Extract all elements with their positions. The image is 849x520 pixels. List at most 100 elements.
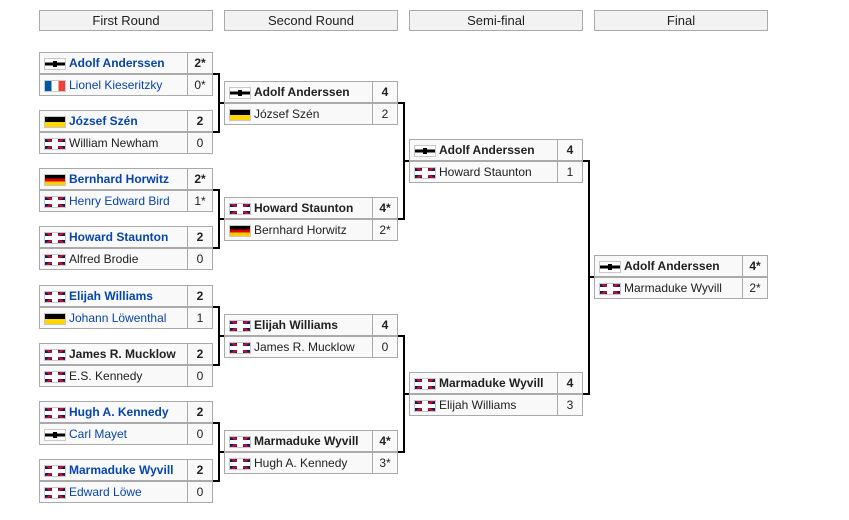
bracket-entry: Elijah Williams 2 bbox=[39, 285, 213, 307]
score-cell: 1* bbox=[187, 190, 213, 212]
score-cell: 1 bbox=[557, 161, 583, 183]
player-name: Howard Staunton bbox=[254, 201, 354, 215]
bracket-entry: Henry Edward Bird 1* bbox=[39, 190, 213, 212]
uk-flag-icon bbox=[44, 465, 66, 477]
player-name: Adolf Anderssen bbox=[439, 143, 535, 157]
player-link[interactable]: Elijah Williams bbox=[69, 289, 153, 303]
player-name-cell: Hugh A. Kennedy bbox=[39, 401, 188, 423]
uk-flag-icon bbox=[44, 254, 66, 266]
uk-flag-icon bbox=[414, 378, 436, 390]
player-name-cell: James R. Mucklow bbox=[224, 336, 373, 358]
score-cell: 2* bbox=[187, 52, 213, 74]
player-name-cell: Marmaduke Wyvill bbox=[39, 459, 188, 481]
uk-flag-icon bbox=[414, 400, 436, 412]
player-name: James R. Mucklow bbox=[254, 340, 355, 354]
player-name: Alfred Brodie bbox=[69, 252, 139, 266]
round-header-semifinal: Semi-final bbox=[409, 10, 583, 31]
player-name-cell: Marmaduke Wyvill bbox=[224, 430, 373, 452]
player-name-cell: Hugh A. Kennedy bbox=[224, 452, 373, 474]
uk-flag-icon bbox=[229, 436, 251, 448]
player-name-cell: Elijah Williams bbox=[224, 314, 373, 336]
player-link[interactable]: József Szén bbox=[69, 114, 138, 128]
player-name-cell: Elijah Williams bbox=[39, 285, 188, 307]
player-name: Adolf Anderssen bbox=[254, 85, 350, 99]
round-header-second: Second Round bbox=[224, 10, 398, 31]
player-link[interactable]: Carl Mayet bbox=[69, 427, 128, 441]
player-link[interactable]: Adolf Anderssen bbox=[69, 56, 165, 70]
uk-flag-icon bbox=[44, 371, 66, 383]
player-link[interactable]: Bernhard Horwitz bbox=[69, 172, 170, 186]
player-name-cell: Howard Staunton bbox=[409, 161, 558, 183]
player-name-cell: Adolf Anderssen bbox=[409, 139, 558, 161]
player-name: Adolf Anderssen bbox=[624, 259, 720, 273]
player-name: József Szén bbox=[254, 107, 320, 121]
score-cell: 3* bbox=[372, 452, 398, 474]
player-name-cell: Johann Löwenthal bbox=[39, 307, 188, 329]
round-header-final: Final bbox=[594, 10, 768, 31]
player-link[interactable]: Henry Edward Bird bbox=[69, 194, 170, 208]
uk-flag-icon bbox=[229, 342, 251, 354]
player-name-cell: Bernhard Horwitz bbox=[224, 219, 373, 241]
player-name-cell: Adolf Anderssen bbox=[594, 255, 743, 277]
uk-flag-icon bbox=[44, 349, 66, 361]
player-name-cell: Adolf Anderssen bbox=[224, 81, 373, 103]
bracket-entry: Adolf Anderssen 4 bbox=[224, 81, 398, 103]
player-name: E.S. Kennedy bbox=[69, 369, 143, 383]
uk-flag-icon bbox=[44, 138, 66, 150]
score-cell: 4 bbox=[372, 81, 398, 103]
prussia-flag-icon bbox=[44, 58, 66, 70]
score-cell: 1 bbox=[187, 307, 213, 329]
score-cell: 0 bbox=[187, 481, 213, 503]
bracket-entry: Edward Löwe 0 bbox=[39, 481, 213, 503]
player-link[interactable]: Lionel Kieseritzky bbox=[69, 78, 163, 92]
score-cell: 2 bbox=[187, 459, 213, 481]
uk-flag-icon bbox=[414, 167, 436, 179]
player-link[interactable]: Edward Löwe bbox=[69, 485, 142, 499]
bracket-entry: József Szén 2 bbox=[39, 110, 213, 132]
score-cell: 3 bbox=[557, 394, 583, 416]
player-link[interactable]: Johann Löwenthal bbox=[69, 311, 167, 325]
hungary-flag-icon bbox=[44, 313, 66, 325]
uk-flag-icon bbox=[599, 283, 621, 295]
player-name: Elijah Williams bbox=[439, 398, 517, 412]
player-name-cell: Adolf Anderssen bbox=[39, 52, 188, 74]
player-name-cell: Howard Staunton bbox=[39, 226, 188, 248]
score-cell: 2* bbox=[372, 219, 398, 241]
uk-flag-icon bbox=[44, 407, 66, 419]
player-link[interactable]: Howard Staunton bbox=[69, 230, 169, 244]
player-link[interactable]: Hugh A. Kennedy bbox=[69, 405, 169, 419]
player-name-cell: Lionel Kieseritzky bbox=[39, 74, 188, 96]
player-name: Marmaduke Wyvill bbox=[254, 434, 359, 448]
player-name-cell: József Szén bbox=[39, 110, 188, 132]
score-cell: 2 bbox=[187, 110, 213, 132]
prussia-flag-icon bbox=[599, 261, 621, 273]
player-name: Howard Staunton bbox=[439, 165, 532, 179]
bracket-entry: Alfred Brodie 0 bbox=[39, 248, 213, 270]
uk-flag-icon bbox=[229, 320, 251, 332]
player-link[interactable]: Marmaduke Wyvill bbox=[69, 463, 174, 477]
hungary-flag-icon bbox=[229, 109, 251, 121]
bracket-entry: Johann Löwenthal 1 bbox=[39, 307, 213, 329]
player-name: Elijah Williams bbox=[254, 318, 338, 332]
score-cell: 2 bbox=[187, 285, 213, 307]
score-cell: 2 bbox=[187, 343, 213, 365]
uk-flag-icon bbox=[44, 196, 66, 208]
score-cell: 0 bbox=[187, 248, 213, 270]
player-name-cell: William Newham bbox=[39, 132, 188, 154]
player-name-cell: Alfred Brodie bbox=[39, 248, 188, 270]
